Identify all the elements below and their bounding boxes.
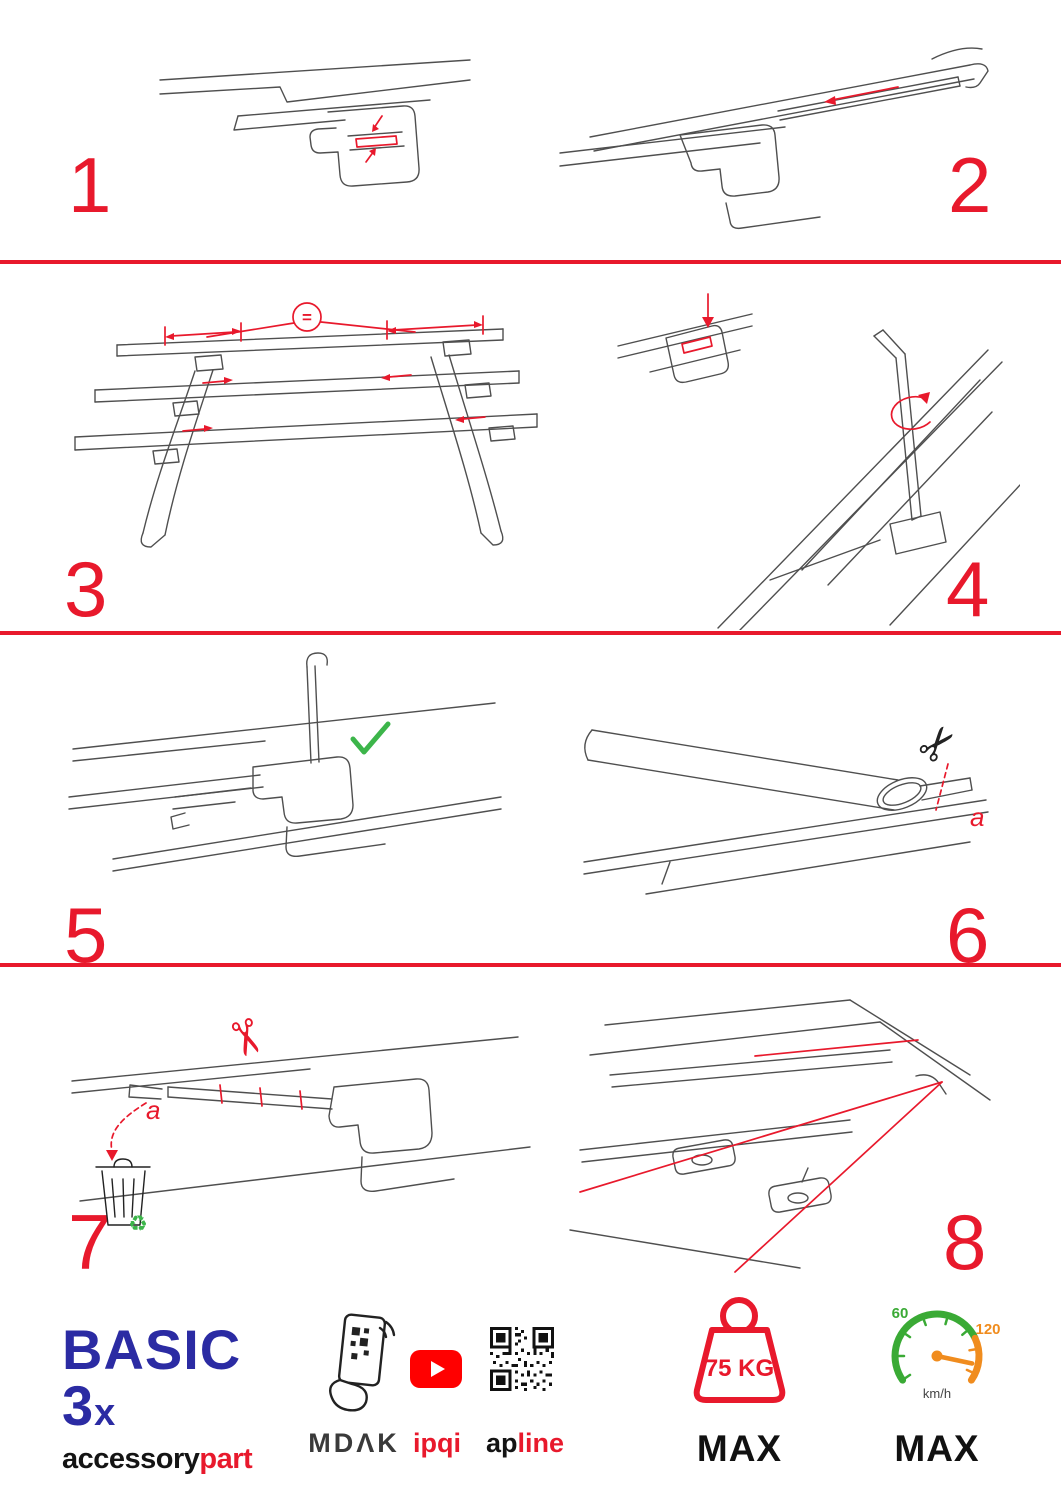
step-6-number: 6	[946, 891, 990, 979]
partner-apline-label: apline	[485, 1428, 565, 1458]
scissors-icon: ✂	[905, 712, 970, 775]
step-8-figure	[550, 980, 1020, 1275]
step-5-figure	[55, 645, 515, 907]
product-name: BASIC 3x	[62, 1318, 242, 1437]
roof-overview-drawing	[569, 999, 991, 1273]
step-7-number: 7	[68, 1198, 112, 1286]
step-7-figure: ✂ a ♻	[50, 985, 540, 1253]
brand-name: accessorypart	[62, 1443, 253, 1475]
scissors-icon: ✂	[213, 1011, 276, 1066]
max-weight-value: 75 KG	[705, 1355, 774, 1382]
speed-high-label: 120	[975, 1321, 1000, 1338]
section-divider	[0, 963, 1061, 967]
hex-key-tighten-drawing	[617, 293, 1020, 630]
youtube-icon	[410, 1350, 462, 1388]
step-2-figure	[530, 25, 1010, 237]
speed-unit-label: km/h	[923, 1386, 951, 1401]
trim-discard-drawing: ✂ a ♻	[71, 1011, 531, 1236]
speed-low-label: 60	[892, 1305, 909, 1322]
step-5-number: 5	[64, 891, 108, 979]
cut-point-label: a	[146, 1095, 160, 1125]
step-1-figure	[150, 40, 480, 240]
cut-strip-drawing: ✂ a	[583, 712, 989, 895]
speedometer-icon: 60 120 km/h	[872, 1292, 1002, 1412]
max-speed-label: MAX	[894, 1428, 980, 1469]
recycle-icon: ♻	[128, 1211, 148, 1236]
max-weight-icon: 75 KG	[672, 1292, 807, 1414]
step-4-figure	[590, 280, 1020, 630]
partner-mdak-label: MDΛK	[308, 1428, 400, 1458]
step-4-number: 4	[946, 545, 990, 633]
partner-ipqi-label: ipqi	[413, 1428, 461, 1458]
qr-code	[488, 1325, 556, 1393]
ok-checkmark-icon	[350, 721, 391, 755]
equal-spacing-label: =	[302, 308, 312, 327]
step-2-number: 2	[948, 141, 992, 229]
step-3-figure: =	[45, 285, 555, 585]
product-title-block: BASIC 3x accessorypart	[62, 1322, 292, 1476]
bar-slide-drawing	[559, 47, 989, 230]
pin-check-drawing	[68, 652, 502, 872]
step-6-figure: ✂ a	[550, 650, 1010, 912]
clamp-insert-drawing	[159, 59, 471, 187]
step-3-number: 3	[64, 545, 108, 633]
scan-phone-icon	[312, 1310, 398, 1416]
max-weight-label: MAX	[696, 1428, 783, 1469]
rack-spacing-drawing: =	[74, 302, 538, 548]
section-divider	[0, 631, 1061, 635]
step-1-number: 1	[68, 141, 112, 229]
cut-point-label: a	[970, 802, 984, 832]
section-divider	[0, 260, 1061, 264]
step-8-number: 8	[943, 1198, 987, 1286]
